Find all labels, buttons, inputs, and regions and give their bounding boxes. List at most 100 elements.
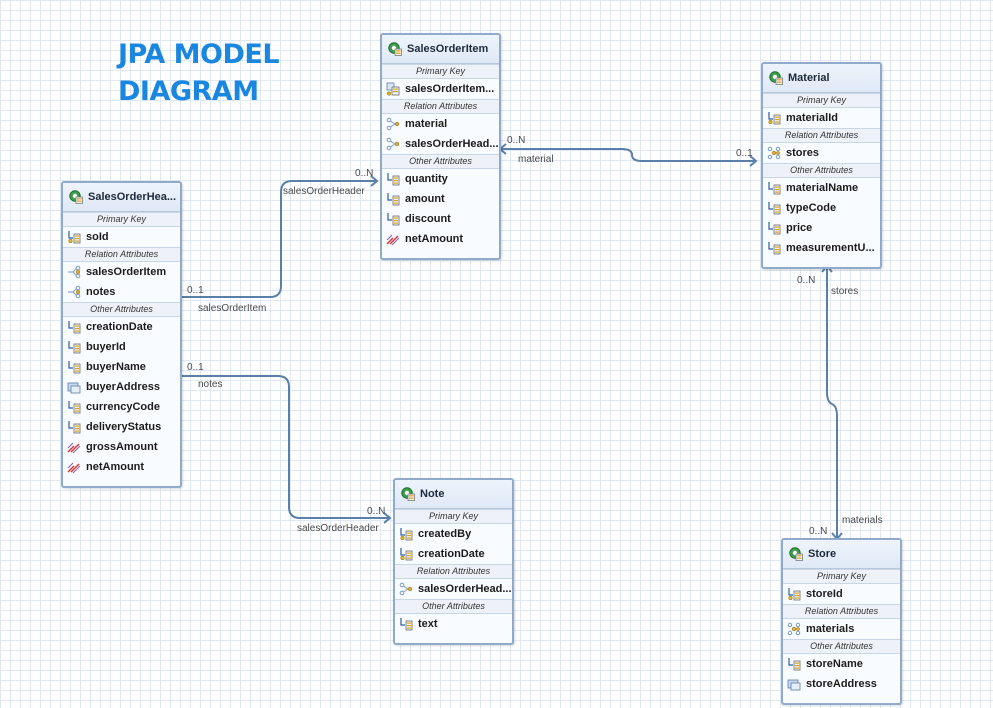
diagram-title: JPA MODEL DIAGRAM — [118, 36, 280, 110]
section-primary-key: Primary Key — [763, 93, 880, 108]
attribute-row[interactable]: quantity — [382, 169, 499, 189]
role-material-store: stores — [831, 286, 858, 297]
relation-many-icon — [67, 285, 81, 299]
entity-store[interactable]: Store Primary Key storeId Relation Attri… — [781, 538, 902, 705]
attribute-row[interactable]: buyerId — [63, 337, 180, 357]
attribute-row[interactable]: materialId — [763, 108, 880, 128]
mult-material-store: 0..N — [797, 275, 815, 286]
entity-header[interactable]: SalesOrderHea... — [63, 183, 180, 212]
key-icon — [67, 230, 81, 244]
attribute-name: netAmount — [405, 233, 464, 245]
attribute-name: storeAddress — [806, 678, 877, 690]
key-icon — [767, 111, 781, 125]
attribute-row[interactable]: createdBy — [395, 524, 512, 544]
attribute-row[interactable]: typeCode — [763, 198, 880, 218]
attribute-row[interactable]: netAmount — [382, 229, 499, 249]
attribute-row[interactable]: measurementU... — [763, 238, 880, 258]
embedded-attribute-icon — [67, 380, 81, 394]
transient-attribute-icon — [386, 232, 400, 246]
attribute-row[interactable]: creationDate — [63, 317, 180, 337]
basic-attribute-icon — [386, 192, 400, 206]
attribute-row[interactable]: storeId — [783, 584, 900, 604]
attribute-row[interactable]: amount — [382, 189, 499, 209]
entity-header[interactable]: Store — [783, 540, 900, 569]
role-soi-soh: salesOrderHeader — [283, 186, 365, 197]
entity-name: Material — [788, 72, 830, 84]
relation-one-icon — [399, 582, 413, 596]
attribute-row[interactable]: deliveryStatus — [63, 417, 180, 437]
attribute-row[interactable]: storeAddress — [783, 674, 900, 694]
section-primary-key: Primary Key — [395, 509, 512, 524]
attribute-row[interactable]: salesOrderHead... — [395, 579, 512, 599]
basic-attribute-icon — [67, 420, 81, 434]
attribute-row[interactable]: currencyCode — [63, 397, 180, 417]
attribute-row[interactable]: storeName — [783, 654, 900, 674]
attribute-row[interactable]: salesOrderItem — [63, 262, 180, 282]
basic-attribute-icon — [787, 657, 801, 671]
link-soh-note — [181, 375, 389, 519]
attribute-row[interactable]: text — [395, 614, 512, 634]
attribute-row[interactable]: soId — [63, 227, 180, 247]
entity-salesorderheader[interactable]: SalesOrderHea... Primary Key soId Relati… — [61, 181, 182, 488]
attribute-row[interactable]: notes — [63, 282, 180, 302]
attribute-row[interactable]: salesOrderItem... — [382, 79, 499, 99]
attribute-row[interactable]: buyerAddress — [63, 377, 180, 397]
entity-salesorderitem[interactable]: SalesOrderItem Primary Key salesOrderIte… — [380, 33, 501, 260]
attribute-row[interactable]: material — [382, 114, 499, 134]
basic-attribute-icon — [767, 241, 781, 255]
section-relation-attributes: Relation Attributes — [382, 99, 499, 114]
attribute-name: salesOrderItem — [86, 266, 167, 278]
attribute-row[interactable]: netAmount — [63, 457, 180, 477]
attribute-name: materialName — [786, 182, 859, 194]
attribute-name: buyerAddress — [86, 381, 160, 393]
attribute-row[interactable]: materials — [783, 619, 900, 639]
attribute-name: soId — [86, 231, 109, 243]
attribute-row[interactable]: grossAmount — [63, 437, 180, 457]
attribute-name: netAmount — [86, 461, 145, 473]
entity-header[interactable]: SalesOrderItem — [382, 35, 499, 64]
attribute-row[interactable]: discount — [382, 209, 499, 229]
section-primary-key: Primary Key — [783, 569, 900, 584]
mult-store-material: 0..N — [809, 526, 827, 537]
attribute-row[interactable]: materialName — [763, 178, 880, 198]
attribute-row[interactable]: buyerName — [63, 357, 180, 377]
basic-attribute-icon — [67, 340, 81, 354]
attribute-name: salesOrderItem... — [405, 83, 495, 95]
title-line-1: JPA MODEL — [118, 39, 280, 70]
basic-attribute-icon — [767, 221, 781, 235]
entity-name: SalesOrderHea... — [88, 191, 177, 203]
attribute-row[interactable]: price — [763, 218, 880, 238]
link-soi-material — [501, 148, 755, 162]
attribute-name: grossAmount — [86, 441, 158, 453]
attribute-name: creationDate — [86, 321, 153, 333]
entity-name: SalesOrderItem — [407, 43, 489, 55]
attribute-name: currencyCode — [86, 401, 160, 413]
mult-soh-note: 0..1 — [187, 362, 204, 373]
embedded-key-icon — [386, 82, 400, 96]
role-store-material: materials — [842, 515, 883, 526]
basic-attribute-icon — [767, 201, 781, 215]
attribute-name: buyerName — [86, 361, 146, 373]
basic-attribute-icon — [767, 181, 781, 195]
basic-attribute-icon — [386, 212, 400, 226]
attribute-row[interactable]: salesOrderHead... — [382, 134, 499, 154]
transient-attribute-icon — [67, 440, 81, 454]
section-primary-key: Primary Key — [382, 64, 499, 79]
entity-header[interactable]: Note — [395, 480, 512, 509]
section-other-attributes: Other Attributes — [382, 154, 499, 169]
section-other-attributes: Other Attributes — [783, 639, 900, 654]
attribute-name: stores — [786, 147, 820, 159]
link-soh-soi — [181, 180, 376, 298]
attribute-row[interactable]: creationDate — [395, 544, 512, 564]
attribute-name: notes — [86, 286, 116, 298]
section-relation-attributes: Relation Attributes — [395, 564, 512, 579]
entity-name: Store — [808, 548, 837, 560]
entity-header[interactable]: Material — [763, 64, 880, 93]
attribute-row[interactable]: stores — [763, 143, 880, 163]
attribute-name: salesOrderHead... — [418, 583, 512, 595]
mult-soi-soh: 0..N — [355, 168, 373, 179]
entity-icon — [769, 71, 783, 85]
entity-note[interactable]: Note Primary Key createdBy creationDate … — [393, 478, 514, 645]
key-icon — [787, 587, 801, 601]
entity-material[interactable]: Material Primary Key materialId Relation… — [761, 62, 882, 269]
